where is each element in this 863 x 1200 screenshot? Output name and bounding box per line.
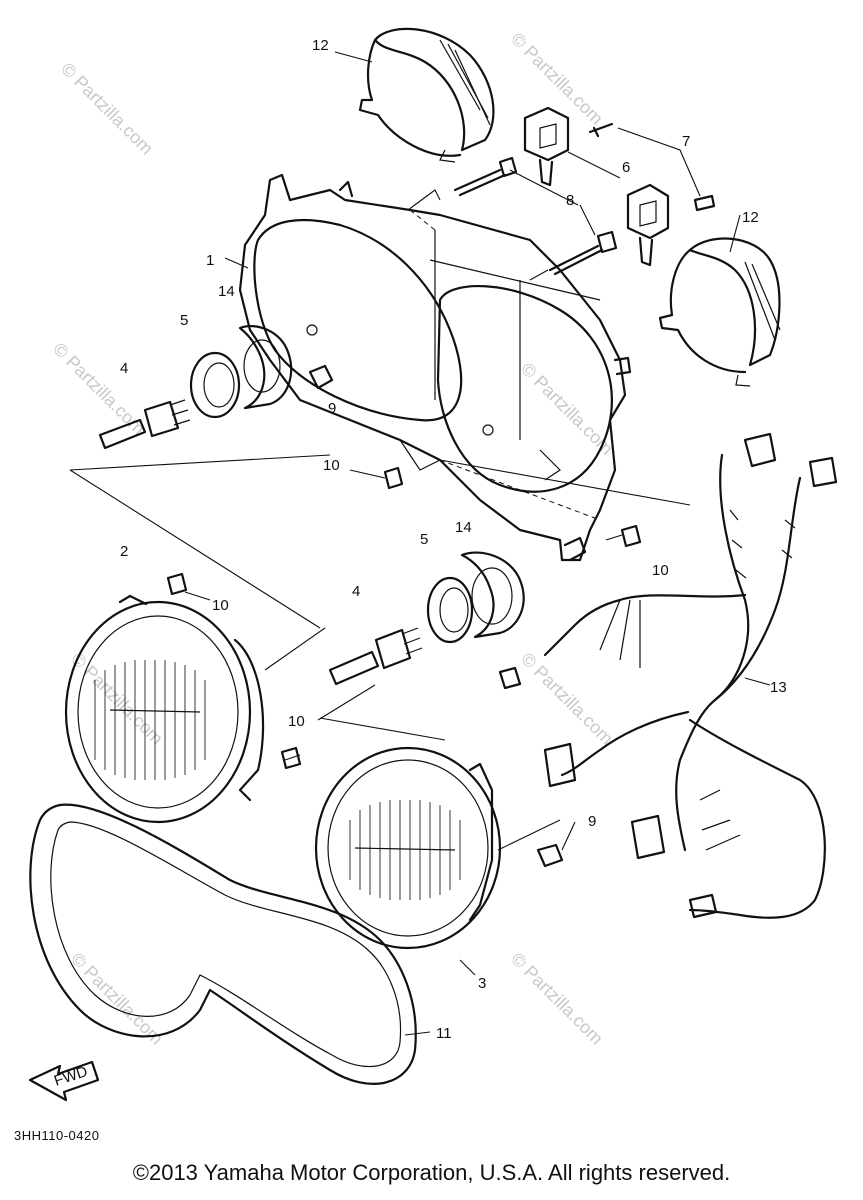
callout-numbers: 12 7 6 8 12 1 14 5 4 9 10 5 14 2 10 4 10… — [120, 37, 787, 1042]
part-13-wiring-harness[interactable] — [498, 432, 838, 919]
callout-9: 9 — [588, 813, 596, 830]
diagram-code: 3HH110-0420 — [14, 1128, 100, 1143]
part-12-right-ring[interactable] — [658, 237, 781, 387]
part-12-upper-ring[interactable] — [358, 27, 495, 163]
callout-14: 14 — [218, 283, 235, 300]
part-3-right-headlight[interactable] — [314, 746, 502, 950]
callout-1: 1 — [206, 252, 214, 269]
copyright-notice: ©2013 Yamaha Motor Corporation, U.S.A. A… — [132, 1160, 731, 1185]
callout-10: 10 — [288, 713, 305, 730]
parts-diagram: © Partzilla.com © Partzilla.com © Partzi… — [28, 27, 838, 1102]
callout-5: 5 — [180, 312, 188, 329]
callout-4: 4 — [120, 360, 128, 377]
callout-10: 10 — [652, 562, 669, 579]
part-10-grommets[interactable] — [166, 466, 642, 770]
fwd-arrow: FWD — [28, 1060, 100, 1102]
watermark: © Partzilla.com — [49, 339, 149, 439]
callout-12: 12 — [312, 37, 329, 54]
part-9-connectors[interactable] — [308, 364, 564, 868]
part-7-screws[interactable] — [588, 122, 716, 212]
part-8-bolts[interactable] — [453, 156, 618, 276]
watermark: © Partzilla.com — [57, 59, 157, 159]
part-1-housing[interactable] — [238, 173, 632, 562]
part-6-brackets[interactable] — [523, 106, 670, 267]
callout-8: 8 — [566, 192, 574, 209]
callout-12: 12 — [742, 209, 759, 226]
part-5-rings[interactable] — [189, 351, 474, 644]
callout-3: 3 — [478, 975, 486, 992]
callout-7: 7 — [682, 133, 690, 150]
callout-10: 10 — [212, 597, 229, 614]
watermark: © Partzilla.com — [67, 949, 167, 1049]
callout-2: 2 — [120, 543, 128, 560]
callout-13: 13 — [770, 679, 787, 696]
part-11-trim-ring[interactable] — [29, 803, 417, 1085]
callout-14: 14 — [455, 519, 472, 536]
callout-5: 5 — [420, 531, 428, 548]
part-2-left-headlight[interactable] — [64, 594, 265, 824]
callout-9: 9 — [328, 400, 336, 417]
watermark: © Partzilla.com — [507, 949, 607, 1049]
watermark: © Partzilla.com — [67, 649, 167, 749]
leader-lines — [69, 51, 771, 1036]
callout-11: 11 — [436, 1025, 452, 1042]
callout-4: 4 — [352, 583, 360, 600]
callout-6: 6 — [622, 159, 630, 176]
watermark: © Partzilla.com — [517, 649, 617, 749]
part-14-sockets[interactable] — [238, 324, 525, 639]
part-4-bulbs[interactable] — [98, 399, 423, 686]
callout-10: 10 — [323, 457, 340, 474]
